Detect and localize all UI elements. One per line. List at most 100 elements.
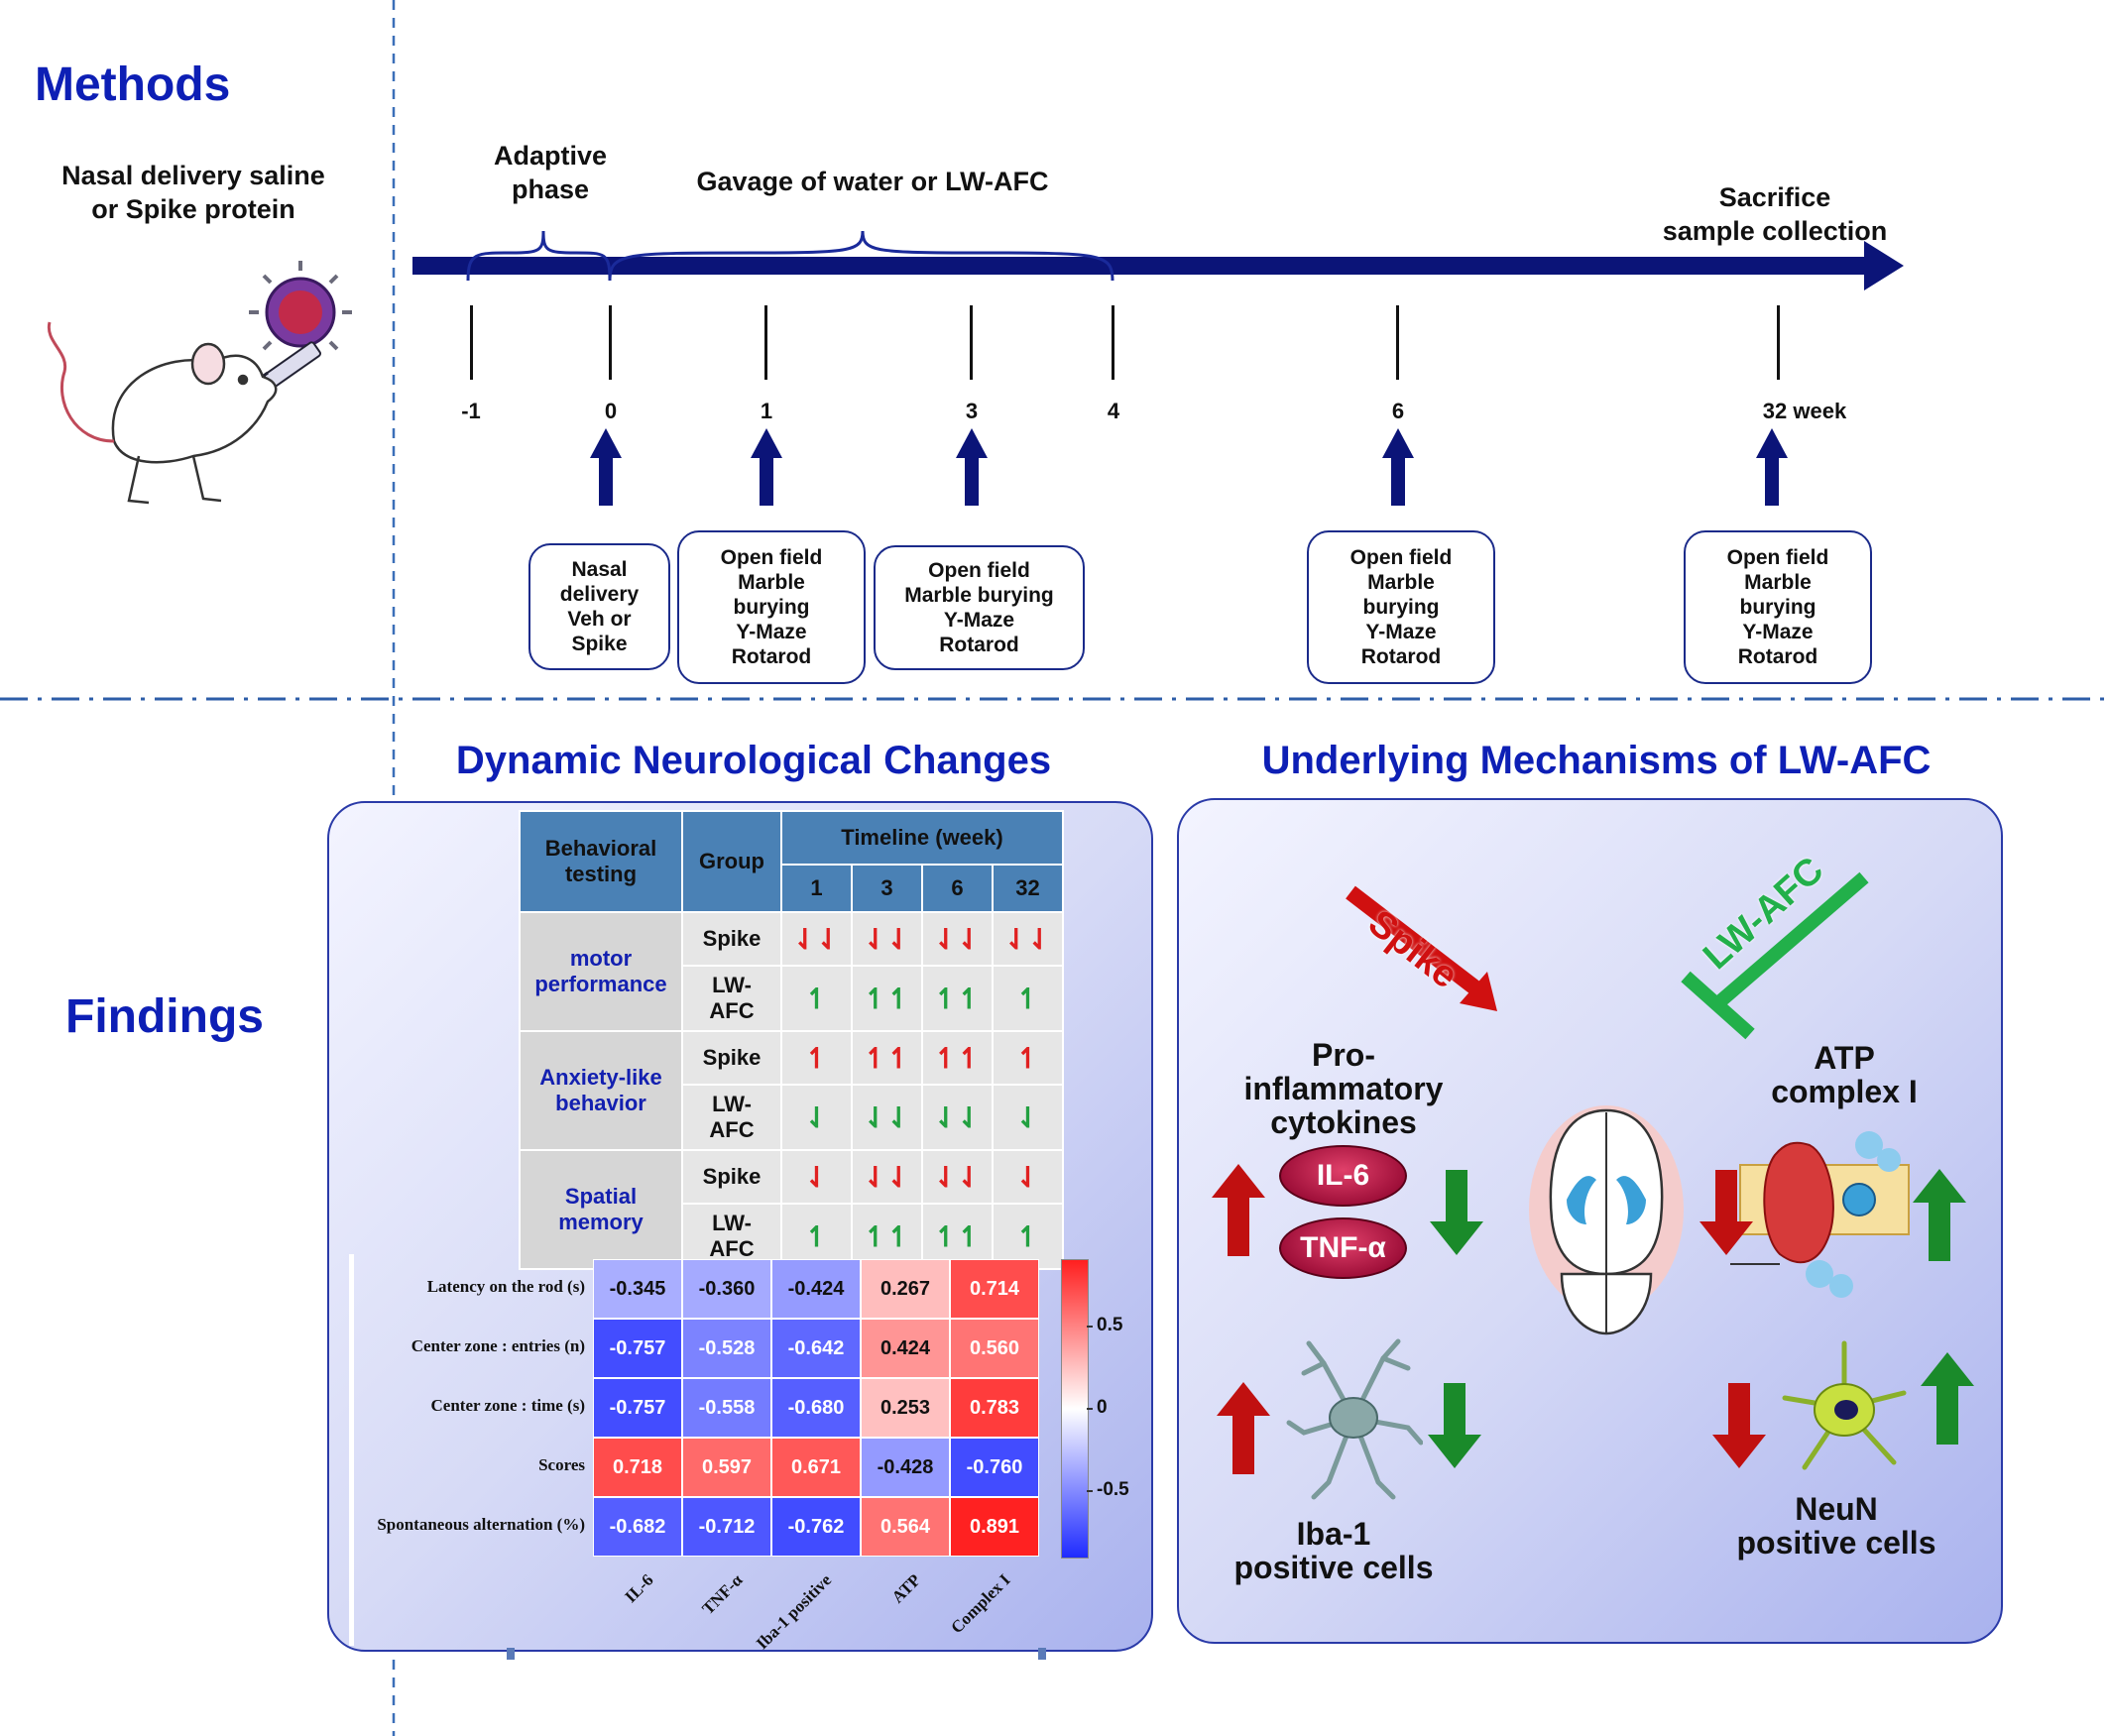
neuron-icon: [1782, 1340, 1907, 1470]
heatmap-cell: 0.891: [950, 1497, 1039, 1557]
heatmap-col-label: IL-6: [621, 1570, 657, 1607]
heatmap-col-label: TNF-α: [698, 1570, 747, 1619]
heatmap-cell: 0.671: [771, 1438, 861, 1497]
heatmap-cell: -0.528: [682, 1319, 771, 1378]
category-cell: Spatial memory: [519, 1149, 683, 1270]
adaptive-brace: [466, 230, 612, 282]
heatmap-cell: 0.597: [682, 1438, 771, 1497]
down-arrow-icon: [1428, 1383, 1481, 1468]
phase-braces: [466, 230, 1114, 282]
tick-mark: [470, 305, 473, 380]
colorbar-tick-mark: [1087, 1408, 1093, 1410]
heatmap-cell: 0.718: [593, 1438, 682, 1497]
frame-tick: [507, 1648, 515, 1660]
trend-arrow-icon: ↿↿: [921, 1203, 994, 1270]
header-week: 32: [992, 864, 1064, 913]
tick-label: 0: [604, 399, 618, 423]
heatmap-row-label: Center zone : time (s): [430, 1396, 585, 1415]
gavage-label: Gavage of water or LW-AFC: [696, 167, 1049, 196]
heatmap-cell: -0.424: [771, 1259, 861, 1319]
trend-arrow-icon: ↿↿: [851, 1203, 923, 1270]
sacrifice-label: Sacrifice sample collection: [1662, 182, 1888, 246]
atp-label: ATP complex I: [1771, 1040, 1918, 1109]
test-box: Open field Marble burying Y-Maze Rotarod: [1684, 530, 1872, 684]
down-arrow-icon: [1430, 1170, 1483, 1255]
trend-arrow-icon: ⇃⇃: [851, 1149, 923, 1205]
colorbar-tick-label: -0.5: [1097, 1479, 1129, 1501]
heatmap-col-label: Complex I: [947, 1570, 1014, 1638]
tick-mark: [1396, 305, 1399, 380]
trend-arrow-icon: ⇃⇃: [851, 1084, 923, 1151]
virus-icon: [249, 261, 352, 364]
trend-arrow-icon: ⇃: [992, 1149, 1064, 1205]
mouse-illustration: [47, 261, 352, 505]
tick-label: 4: [1107, 399, 1120, 423]
heatmap-cell: -0.680: [771, 1378, 861, 1438]
trend-arrow-icon: ⇃: [780, 1084, 853, 1151]
brain-icon: [1529, 1105, 1684, 1335]
trend-arrow-icon: ⇃⇃: [921, 1084, 994, 1151]
heatmap-cell: 0.560: [950, 1319, 1039, 1378]
test-box: Open field Marble burying Y-Maze Rotarod: [1307, 530, 1495, 684]
heatmap-cell: -0.642: [771, 1319, 861, 1378]
heatmap-row-label: Center zone : entries (n): [410, 1336, 585, 1355]
heatmap-cell: 0.253: [861, 1378, 950, 1438]
complex-i-icon: [1730, 1131, 1910, 1298]
header-behavior: Behavioral testing: [519, 810, 683, 913]
heatmap-cell: 0.424: [861, 1319, 950, 1378]
colorbar-tick-mark: [1087, 1490, 1093, 1493]
trend-arrow-icon: ⇃⇃: [992, 911, 1064, 967]
heatmap-col-label: ATP: [887, 1570, 925, 1607]
tnf-badge: TNF-α: [1279, 1217, 1407, 1279]
tick-mark: [1112, 305, 1114, 380]
gavage-brace: [608, 230, 1114, 282]
tick-label: -1: [461, 399, 481, 423]
heatmap-col-label: Iba-1 positive: [753, 1570, 836, 1654]
trend-arrow-icon: ↿: [780, 965, 853, 1032]
tick-label: 32 week: [1762, 399, 1847, 423]
down-arrow-icon: [1700, 1170, 1753, 1255]
heatmap-cell: -0.345: [593, 1259, 682, 1319]
findings-title: Findings: [65, 990, 264, 1043]
behavior-table: Behavioral testing Group Timeline (week)…: [519, 810, 1064, 1270]
colorbar-tick-mark: [1087, 1325, 1093, 1328]
trend-arrow-icon: ↿: [780, 1030, 853, 1086]
methods-title: Methods: [35, 58, 231, 111]
timeline-bar: [412, 257, 1880, 275]
heatmap-cell: -0.757: [593, 1378, 682, 1438]
adaptive-phase-label: Adaptive phase: [493, 141, 608, 204]
heatmap-cell: -0.682: [593, 1497, 682, 1557]
heatmap-row-label: Scores: [538, 1455, 585, 1474]
test-box: Open field Marble burying Y-Maze Rotarod: [677, 530, 866, 684]
tick-label: 6: [1391, 399, 1405, 423]
heatmap-cell: 0.564: [861, 1497, 950, 1557]
heatmap-frame-edge: [349, 1254, 354, 1646]
category-cell: motor performance: [519, 911, 683, 1032]
up-arrow-icon: [1212, 1164, 1265, 1256]
header-timeline: Timeline (week): [780, 810, 1064, 866]
tick-label: 3: [965, 399, 979, 423]
trend-arrow-icon: ↿↿: [851, 1030, 923, 1086]
down-arrow-icon: [1712, 1383, 1766, 1468]
group-cell: Spike: [681, 1149, 782, 1205]
trend-arrow-icon: ⇃⇃: [921, 1149, 994, 1205]
cytokines-label: Pro- inflammatory cytokines: [1243, 1037, 1444, 1140]
spike-arrow-icon: [1346, 885, 1497, 1011]
heatmap-cell: -0.757: [593, 1319, 682, 1378]
heatmap-cell: -0.428: [861, 1438, 950, 1497]
colorbar-tick-label: 0: [1097, 1397, 1108, 1418]
group-cell: Spike: [681, 1030, 782, 1086]
mechanisms-title: Underlying Mechanisms of LW-AFC: [1261, 739, 1932, 782]
dynamic-title: Dynamic Neurological Changes: [455, 739, 1052, 782]
heatmap-colorbar: [1061, 1259, 1089, 1559]
heatmap-row-label: Latency on the rod (s): [426, 1277, 585, 1296]
frame-tick: [1038, 1648, 1046, 1660]
microglia-icon: [1286, 1338, 1423, 1500]
heatmap-cell: -0.712: [682, 1497, 771, 1557]
group-cell: LW- AFC: [681, 1203, 782, 1270]
heatmap-cell: 0.714: [950, 1259, 1039, 1319]
trend-arrow-icon: ↿↿: [921, 1030, 994, 1086]
trend-arrow-icon: ↿: [992, 965, 1064, 1032]
correlation-heatmap: Latency on the rod (s)-0.345-0.360-0.424…: [352, 1259, 1145, 1653]
neun-label: NeuN positive cells: [1736, 1491, 1936, 1561]
